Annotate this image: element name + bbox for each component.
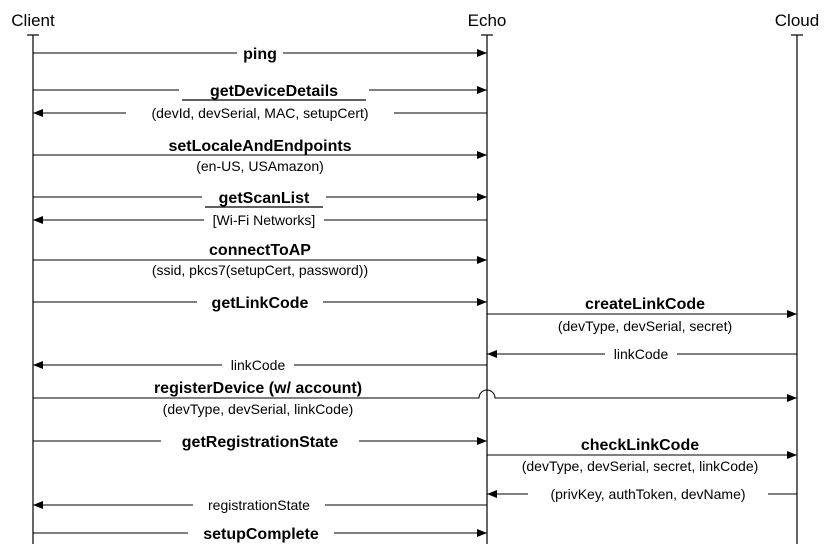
message-registrationstate: registrationState <box>208 497 310 513</box>
message-createlinkcode-args: (devType, devSerial, secret) <box>558 318 732 334</box>
message-connecttoap: connectToAP <box>209 242 311 259</box>
lifeline-cloud <box>791 34 803 544</box>
message-registerdevice-args: (devType, devSerial, linkCode) <box>163 401 354 417</box>
message-getregistrationstate: getRegistrationState <box>182 434 339 451</box>
message-createlinkcode: createLinkCode <box>585 296 705 313</box>
message-registerdevice: registerDevice (w/ account) <box>154 380 362 397</box>
message-checklinkcode: checkLinkCode <box>581 437 699 454</box>
lifeline-client <box>27 34 39 544</box>
message-setlocaleandendpoints: setLocaleAndEndpoints <box>168 138 351 155</box>
message-getlinkcode: getLinkCode <box>212 295 309 312</box>
message-checklinkcode-args: (devType, devSerial, secret, linkCode) <box>522 458 759 474</box>
message-checklinkcode-response: (privKey, authToken, devName) <box>550 486 745 502</box>
message-linkcode-cloud: linkCode <box>614 346 669 362</box>
message-arrow-registerdevice <box>33 389 797 402</box>
participant-cloud: Cloud <box>775 11 819 30</box>
participant-echo: Echo <box>468 11 507 30</box>
lifeline-echo <box>481 34 493 544</box>
message-linkcode-echo: linkCode <box>231 357 286 373</box>
participant-client: Client <box>11 11 55 30</box>
message-setupcomplete: setupComplete <box>203 526 319 543</box>
message-scanlist-response: [Wi-Fi Networks] <box>213 212 316 228</box>
message-devicedetails-response: (devId, devSerial, MAC, setupCert) <box>151 105 368 121</box>
message-connecttoap-args: (ssid, pkcs7(setupCert, password)) <box>152 262 368 278</box>
message-setlocaleandendpoints-args: (en-US, USAmazon) <box>196 158 324 174</box>
message-getdevicedetails: getDeviceDetails <box>210 83 338 100</box>
message-getscanlist: getScanList <box>219 190 310 207</box>
message-ping: ping <box>243 46 277 63</box>
